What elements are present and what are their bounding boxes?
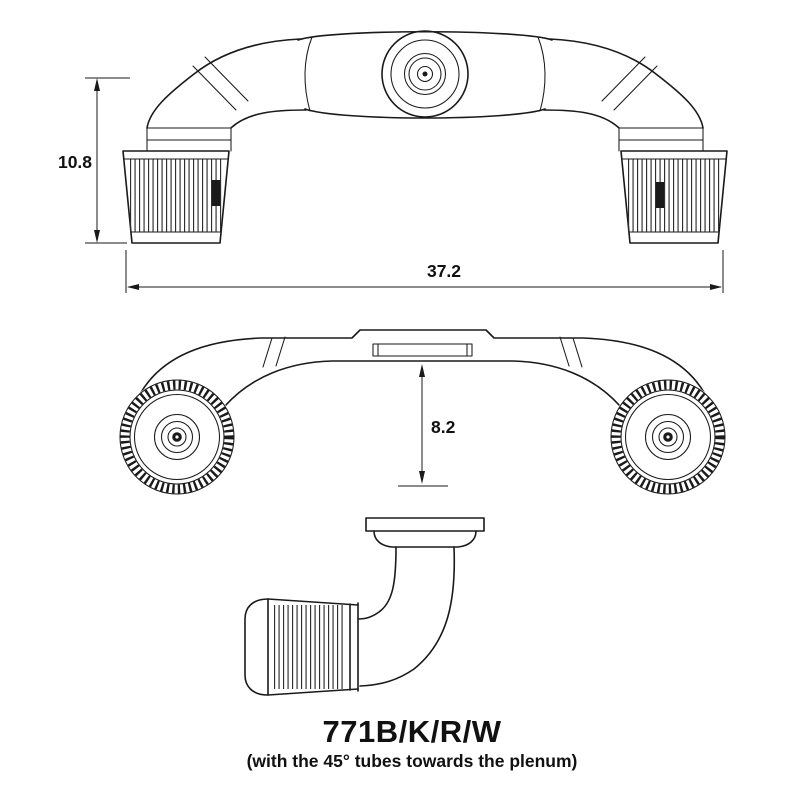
left-end-hub-2 <box>160 420 194 454</box>
plenum-top-edge <box>297 30 553 41</box>
left-tube-top-edge <box>146 38 301 129</box>
left-tube-bottom-edge <box>230 109 307 129</box>
right-end-hub-pin <box>666 435 670 439</box>
inlet-ring-5 <box>416 65 434 83</box>
depth-dimension: 8.2 <box>398 364 456 487</box>
height-extension-lines <box>85 77 130 244</box>
inlet-ring-4 <box>408 57 442 91</box>
width-arrow-left <box>127 284 139 290</box>
left-end-hub-pin <box>175 435 179 439</box>
right-filter-cap-lines <box>621 158 727 233</box>
right-tube-top-edge <box>549 38 704 129</box>
left-end-serration <box>120 380 234 494</box>
top-body-top-edge <box>139 329 706 395</box>
side-filter-top-edge <box>267 598 359 606</box>
plenum-flange-ticks <box>377 343 468 357</box>
top-body-bottom-edge <box>224 360 621 407</box>
side-filter-bottom-edge <box>267 688 359 696</box>
right-end-ring-1 <box>620 389 716 485</box>
inlet-ring-3 <box>403 52 447 96</box>
left-filter-body <box>122 150 230 244</box>
right-clamp-band <box>601 56 658 111</box>
flange-plate <box>365 517 485 532</box>
width-extension-lines <box>125 250 724 293</box>
width-dim-label: 37.2 <box>427 261 461 281</box>
elbow-inner-edge <box>357 546 397 620</box>
right-end-hub-2 <box>651 420 685 454</box>
plenum-flange-opening <box>372 343 473 357</box>
top-right-filter-end <box>610 379 726 495</box>
plenum <box>297 30 553 119</box>
top-right-clamp-band <box>559 336 583 368</box>
depth-arrow-up <box>419 364 425 377</box>
plenum-left-seam <box>304 36 313 112</box>
left-end-rim <box>119 379 235 495</box>
height-arrow-down <box>94 230 100 243</box>
width-arrow-right <box>710 284 722 290</box>
height-arrow-up <box>94 78 100 91</box>
right-end-hub-3 <box>658 427 678 447</box>
side-filter-end-cap <box>244 598 269 696</box>
right-coupler <box>618 127 704 152</box>
plenum-right-seam <box>537 36 546 112</box>
model-number: 771B/K/R/W <box>323 714 502 749</box>
right-filter-body <box>620 150 728 244</box>
front-view: 10.8 37.2 <box>58 30 728 293</box>
right-end-rim <box>610 379 726 495</box>
configuration-note: (with the 45° tubes towards the plenum) <box>247 751 578 771</box>
right-end-serration <box>611 380 725 494</box>
left-clamp-band <box>192 56 249 111</box>
left-coupler <box>146 127 232 152</box>
height-dim-label: 10.8 <box>58 152 92 172</box>
left-filter-logo-mark <box>212 180 220 206</box>
side-filter-flange <box>349 602 359 692</box>
top-view: 8.2 <box>119 329 726 495</box>
front-left-filter <box>122 150 230 244</box>
left-end-hub-1 <box>153 413 201 461</box>
left-end-ring-2 <box>133 393 221 481</box>
inlet-center-dot <box>422 71 428 77</box>
left-filter-cap-lines <box>123 158 229 233</box>
height-dimension: 10.8 <box>58 77 130 244</box>
caption: 771B/K/R/W (with the 45° tubes towards t… <box>247 714 578 771</box>
top-left-clamp-band <box>262 336 286 368</box>
depth-arrow-down <box>419 471 425 484</box>
plenum-bottom-edge <box>304 108 546 119</box>
right-filter-logo-mark <box>656 182 664 208</box>
front-right-filter <box>620 150 728 244</box>
inlet-ring-2 <box>390 39 460 109</box>
depth-dim-label: 8.2 <box>431 417 456 437</box>
side-filter <box>244 598 359 696</box>
left-end-ring-1 <box>129 389 225 485</box>
inlet-ring-outer <box>381 30 469 118</box>
width-dimension: 37.2 <box>125 250 724 293</box>
left-end-hub-3 <box>167 427 187 447</box>
side-view <box>244 517 485 696</box>
right-tube-bottom-edge <box>543 109 620 129</box>
flange-skirt <box>373 530 477 548</box>
elbow-outer-edge <box>359 546 456 687</box>
top-left-filter-end <box>119 379 235 495</box>
right-end-hub-1 <box>644 413 692 461</box>
right-end-ring-2 <box>624 393 712 481</box>
